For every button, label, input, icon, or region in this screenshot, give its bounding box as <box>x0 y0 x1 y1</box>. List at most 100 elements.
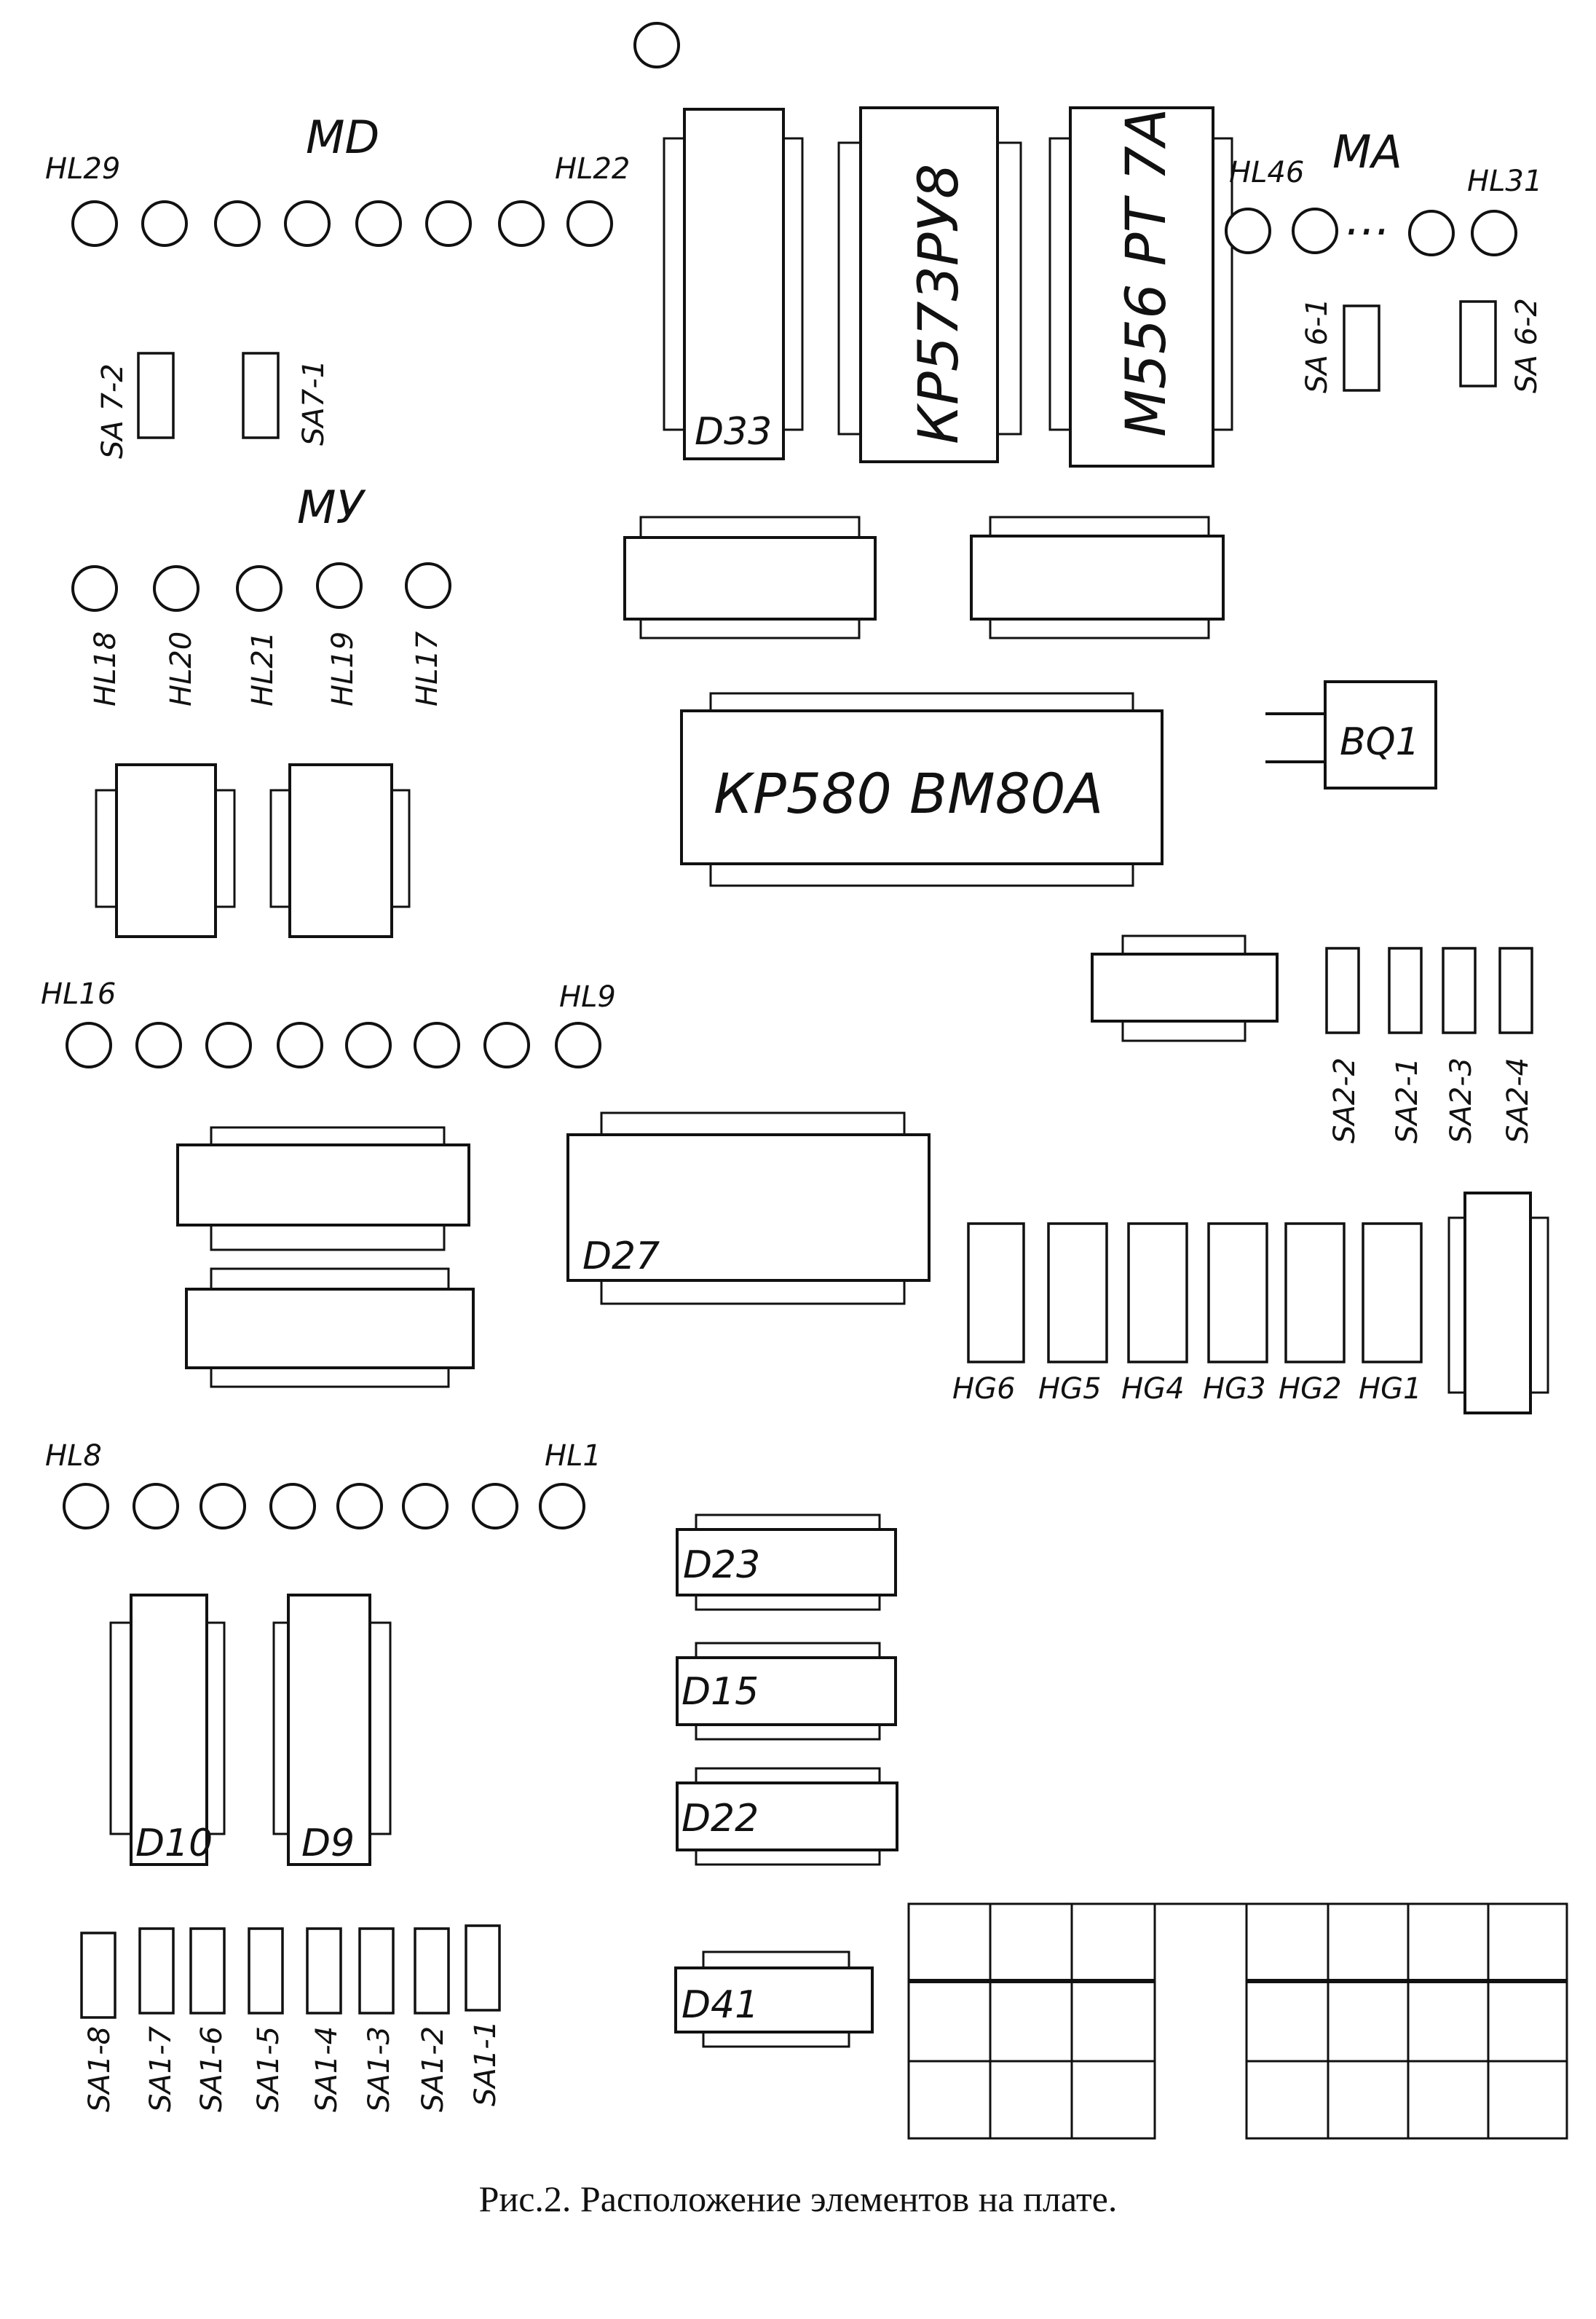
figure-caption: Рис.2. Расположение элементов на плате. <box>478 2178 1118 2219</box>
chip-label-d27: D27 <box>582 1235 660 1278</box>
sa1-switch-group <box>80 1924 501 2019</box>
led <box>425 200 472 247</box>
display-hg6 <box>967 1222 1025 1363</box>
switch-label-sa1-6: SA1-6 <box>195 2026 229 2112</box>
led <box>472 1483 518 1529</box>
led <box>405 562 451 609</box>
switch-sa2-4 <box>1498 947 1533 1034</box>
switch-label-sa7-1: SA7-1 <box>297 360 331 446</box>
led-label-hl17: HL17 <box>411 631 444 706</box>
switch-label-sa1-5: SA1-5 <box>252 2026 285 2112</box>
ma-ellipsis: … <box>1346 192 1391 245</box>
led-label-hl16: HL16 <box>41 977 116 1011</box>
led <box>269 1483 316 1529</box>
led <box>214 200 261 247</box>
chip-d41: D41 <box>674 1950 874 2048</box>
switch-sa1-1 <box>465 1924 501 2012</box>
chip-label-d33: D33 <box>695 410 772 454</box>
switch-sa7-1 <box>242 352 280 439</box>
row3-led-row <box>66 1022 601 1068</box>
led-label-hl8: HL8 <box>45 1439 102 1473</box>
led-label-hl46: HL46 <box>1229 156 1304 189</box>
switch-sa1-4 <box>306 1927 342 2015</box>
led-label-hl1: HL1 <box>545 1439 601 1473</box>
switch-sa2-3 <box>1442 947 1477 1034</box>
chip-d33: D33 <box>663 108 804 460</box>
led <box>141 200 188 247</box>
led-label-hl29: HL29 <box>45 152 120 186</box>
led-label-hl19: HL19 <box>326 631 360 706</box>
chip-horizontal-1 <box>623 516 877 639</box>
chip-label-d15: D15 <box>682 1670 759 1714</box>
switch-sa1-6 <box>189 1927 226 2015</box>
led <box>200 1483 246 1529</box>
chip-d22: D22 <box>676 1767 898 1866</box>
switch-sa6-2 <box>1459 300 1497 387</box>
led <box>336 1483 383 1529</box>
chip-vertical-left-1 <box>95 763 236 938</box>
display-label-hg2: HG2 <box>1279 1372 1342 1406</box>
chip-label-d10: D10 <box>135 1822 213 1865</box>
md-led-row <box>71 200 613 247</box>
switch-sa6-1 <box>1343 304 1380 392</box>
led <box>133 1483 179 1529</box>
display-hg3 <box>1207 1222 1268 1363</box>
chip-label-d22: D22 <box>682 1797 759 1840</box>
switch-label-sa1-4: SA1-4 <box>310 2026 344 2112</box>
row4-led-row <box>63 1483 585 1529</box>
led <box>205 1022 252 1068</box>
sa2-switch-group <box>1325 947 1533 1034</box>
mounting-hole <box>633 22 680 68</box>
chip-d9: D9 <box>272 1594 392 1866</box>
crystal-label-bq1: BQ1 <box>1340 720 1420 764</box>
led <box>63 1483 109 1529</box>
switch-label-sa1-3: SA1-3 <box>363 2026 396 2112</box>
chip-horizontal-2 <box>970 516 1225 639</box>
switch-label-sa6-2: SA 6-2 <box>1510 298 1544 393</box>
led-label-hl21: HL21 <box>246 631 280 706</box>
keypad-left <box>907 1902 1156 2140</box>
led <box>284 200 331 247</box>
display-hg5 <box>1047 1222 1108 1363</box>
led-label-hl22: HL22 <box>555 152 630 186</box>
chip-kr573ru8: КР573РУ8 <box>837 106 1022 463</box>
switch-label-sa6-1: SA 6-1 <box>1300 298 1334 393</box>
led <box>1292 208 1338 254</box>
chip-d10: D10 <box>109 1594 226 1866</box>
switch-sa1-8 <box>80 1932 116 2019</box>
switch-sa7-2 <box>137 352 175 439</box>
display-hg1 <box>1362 1222 1423 1363</box>
switch-label-sa1-7: SA1-7 <box>144 2025 178 2112</box>
keypad-right <box>1245 1902 1568 2140</box>
switch-label-sa1-8: SA1-8 <box>83 2026 116 2112</box>
led <box>316 562 363 609</box>
led <box>153 565 200 612</box>
display-label-hg1: HG1 <box>1359 1372 1422 1406</box>
led <box>71 200 118 247</box>
chip-label-kr580vm80a: КР580 ВМ80А <box>714 761 1103 826</box>
display-label-hg3: HG3 <box>1203 1372 1266 1406</box>
switch-label-sa7-2: SA 7-2 <box>96 363 130 459</box>
switch-label-sa2-1: SA2-1 <box>1391 1058 1424 1143</box>
chip-d15: D15 <box>676 1642 897 1741</box>
chip-horizontal-3 <box>1091 934 1279 1042</box>
group-label-mu: МУ <box>297 481 366 534</box>
group-label-md: MD <box>306 111 379 164</box>
led <box>66 1022 112 1068</box>
display-label-hg5: HG5 <box>1038 1372 1102 1406</box>
switch-sa1-2 <box>414 1927 450 2015</box>
led <box>539 1483 585 1529</box>
led <box>555 1022 601 1068</box>
display-hg2 <box>1284 1222 1346 1363</box>
led-label-hl9: HL9 <box>559 980 616 1014</box>
led <box>277 1022 323 1068</box>
crystal-bq1: BQ1 <box>1265 680 1437 790</box>
led <box>414 1022 460 1068</box>
switch-label-sa1-2: SA1-2 <box>416 2026 450 2112</box>
chip-horizontal-5 <box>185 1267 475 1388</box>
led-label-hl18: HL18 <box>89 631 122 706</box>
display-hg4 <box>1127 1222 1188 1363</box>
display-label-hg6: HG6 <box>952 1372 1016 1406</box>
switch-sa1-5 <box>248 1927 284 2015</box>
chip-label-kr573ru8: КР573РУ8 <box>906 164 971 444</box>
